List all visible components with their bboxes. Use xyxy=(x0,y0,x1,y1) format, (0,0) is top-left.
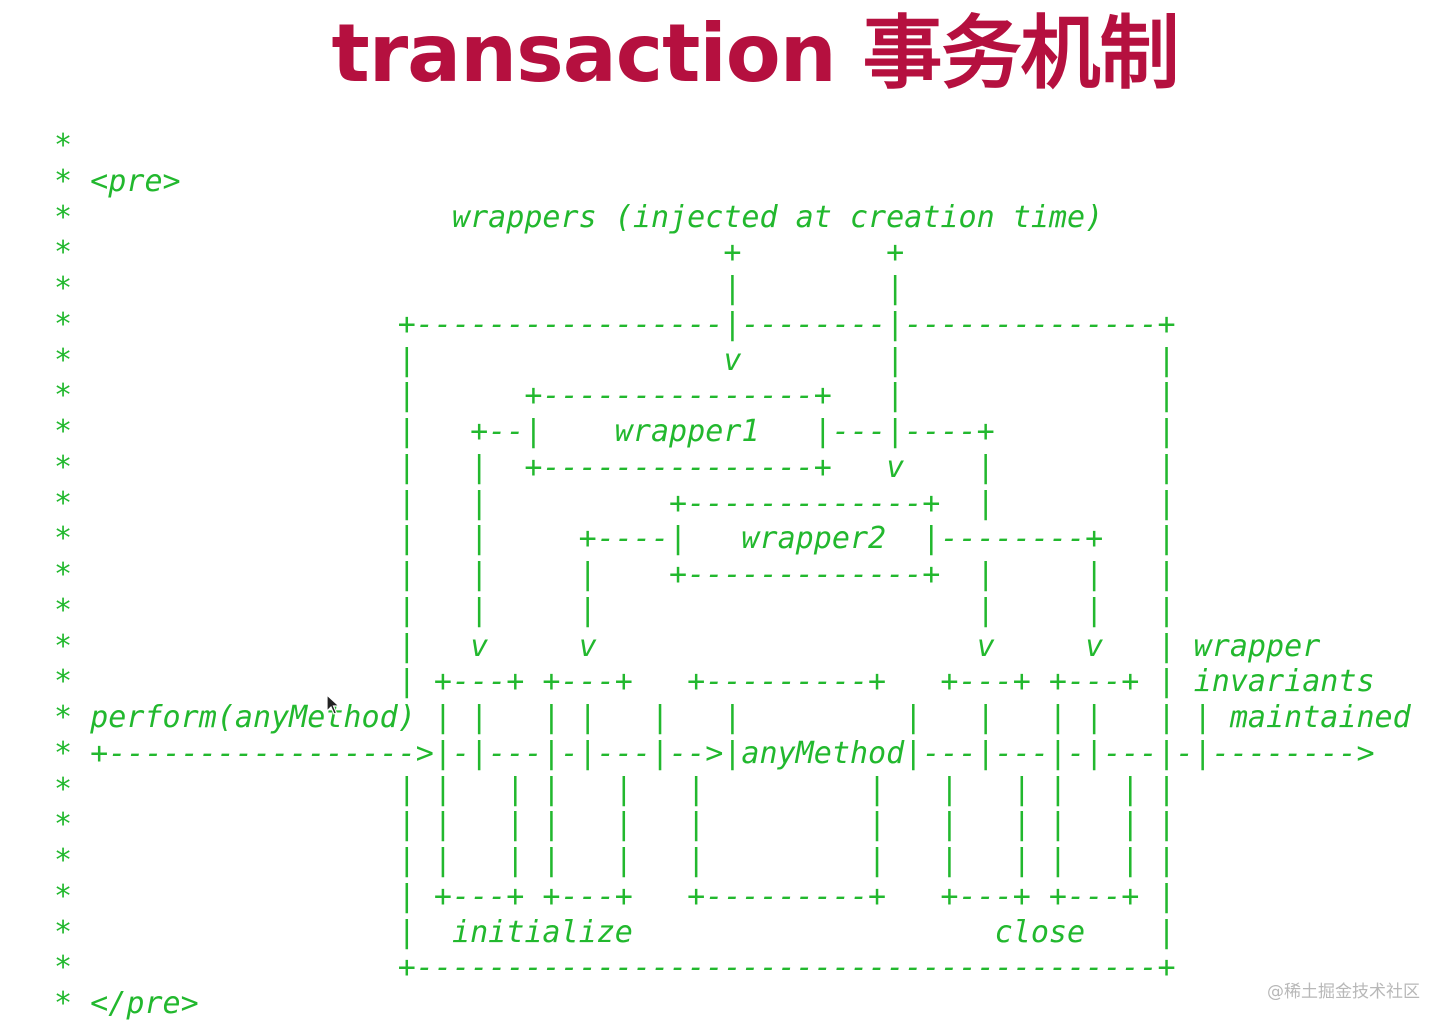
code-line: * | initialize close | xyxy=(54,914,1176,950)
code-line: * | | | +-------------+ | | | xyxy=(54,557,1176,592)
code-line: * + + xyxy=(54,235,905,271)
code-line: * | +---+ +---+ +---------+ +---+ +---+ … xyxy=(54,664,1375,700)
code-line: * xyxy=(54,128,73,163)
code-line: * | | | | | | | | | | | | xyxy=(54,807,1176,843)
code-line: * | | | | | | | | | | | | xyxy=(54,843,1176,878)
code-line: * | +---------------+ | | xyxy=(54,378,1176,414)
code-line: * | v v v v | wrapper xyxy=(54,628,1321,664)
code-line: * | v | | xyxy=(54,342,1176,378)
code-line: * perform(anyMethod) | | | | | | | | | |… xyxy=(54,700,1411,735)
code-line: * | | +-------------+ | | xyxy=(54,485,1176,521)
code-line: * +----------------->|-|---|-|---|-->|an… xyxy=(54,735,1375,771)
mouse-cursor-icon xyxy=(326,694,340,715)
code-line: * +-------------------------------------… xyxy=(54,950,1176,986)
code-line: * | | | | | | xyxy=(54,592,1176,628)
code-line: * | +---+ +---+ +---------+ +---+ +---+ … xyxy=(54,878,1176,914)
watermark: @稀土掘金技术社区 xyxy=(1267,982,1420,1002)
code-line: * +-----------------|--------|----------… xyxy=(54,306,1176,342)
code-line: * | | +---------------+ v | | xyxy=(54,449,1176,485)
code-line: * | | xyxy=(54,271,905,306)
code-line: * | +--| wrapper1 |---|----+ | xyxy=(54,414,1176,449)
code-line: * wrappers (injected at creation time) xyxy=(54,199,1104,235)
page-title: transaction 事务机制 xyxy=(331,7,1179,100)
code-line: * </pre> xyxy=(54,986,199,1021)
code-line: * | | | | | | | | | | | | xyxy=(54,771,1176,807)
ascii-diagram: ** <pre>* wrappers (injected at creation… xyxy=(54,128,1411,1022)
code-line: * <pre> xyxy=(54,163,181,199)
code-line: * | | +----| wrapper2 |--------+ | xyxy=(54,521,1176,557)
